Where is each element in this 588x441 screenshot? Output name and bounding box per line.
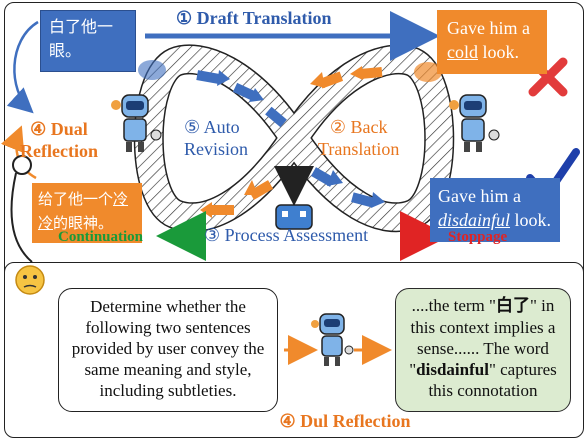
disdainful-prefix: Gave him a xyxy=(438,186,521,206)
response-word: disdainful xyxy=(416,360,489,379)
response-term: 白了 xyxy=(495,296,530,316)
disdainful-word: disdainful xyxy=(438,210,511,230)
response-part1: ....the term " xyxy=(411,296,496,315)
prompt-box: Determine whether the following two sent… xyxy=(58,288,278,412)
response-part2: " in this context implies a sense...... … xyxy=(409,296,556,379)
back-translation-label: ② Back Translation xyxy=(318,116,399,160)
splash-orange xyxy=(414,62,442,82)
back-translation-line1: ② Back xyxy=(329,117,388,137)
draft-translation-label: ① Draft Translation xyxy=(176,8,332,28)
disdainful-suffix: look. xyxy=(510,210,552,230)
dual-reflection-line1: ④ Dual xyxy=(30,119,88,139)
robot-icon xyxy=(111,94,162,152)
response-part3: " captures this connotation xyxy=(428,360,557,400)
stoppage-label: Stoppage xyxy=(448,229,508,245)
reflection-highlight: 冷冷 xyxy=(38,190,129,232)
auto-revision-line1: ⑤ Auto xyxy=(184,117,240,137)
reflection-curve-arrow xyxy=(6,20,39,114)
disdainful-translation-box: Gave him a disdainful look. xyxy=(430,178,560,242)
reflection-text-box: 给了他一个冷冷的眼神。 xyxy=(32,183,142,243)
robot-icon xyxy=(449,94,500,152)
continuation-label: Continuation xyxy=(58,229,144,245)
back-translation-line2: Translation xyxy=(318,139,400,159)
source-text-box: 白了他一眼。 xyxy=(40,10,136,72)
workflow-diagram xyxy=(0,11,580,263)
reflection-part2: 的眼神。 xyxy=(53,214,114,232)
loop-arrows xyxy=(196,66,385,218)
cold-word: cold xyxy=(447,42,478,62)
process-assessment-label: ③ Process Assessment xyxy=(204,225,369,245)
reflection-diagram xyxy=(15,265,392,366)
auto-revision-label: ⑤ Auto Revision xyxy=(184,116,248,160)
cold-prefix: Gave him a xyxy=(447,18,530,38)
reflection-part1: 给了他一个 xyxy=(38,190,114,208)
robot-icon xyxy=(275,192,313,230)
dual-reflection-line2: Reflection xyxy=(20,141,98,161)
auto-revision-line2: Revision xyxy=(184,139,249,159)
splash-blue xyxy=(138,60,166,80)
cold-suffix: look. xyxy=(478,42,520,62)
response-box: ....the term "白了" in this context implie… xyxy=(395,288,571,412)
cold-translation-box: Gave him a cold look. xyxy=(437,10,547,74)
magnifier-icon xyxy=(10,155,33,263)
robot-icon xyxy=(311,313,354,366)
dual-reflection-label: ④ Dual Reflection xyxy=(20,118,98,162)
thinking-face-icon xyxy=(15,265,45,295)
dul-reflection-title: ④ Dul Reflection xyxy=(279,411,411,431)
